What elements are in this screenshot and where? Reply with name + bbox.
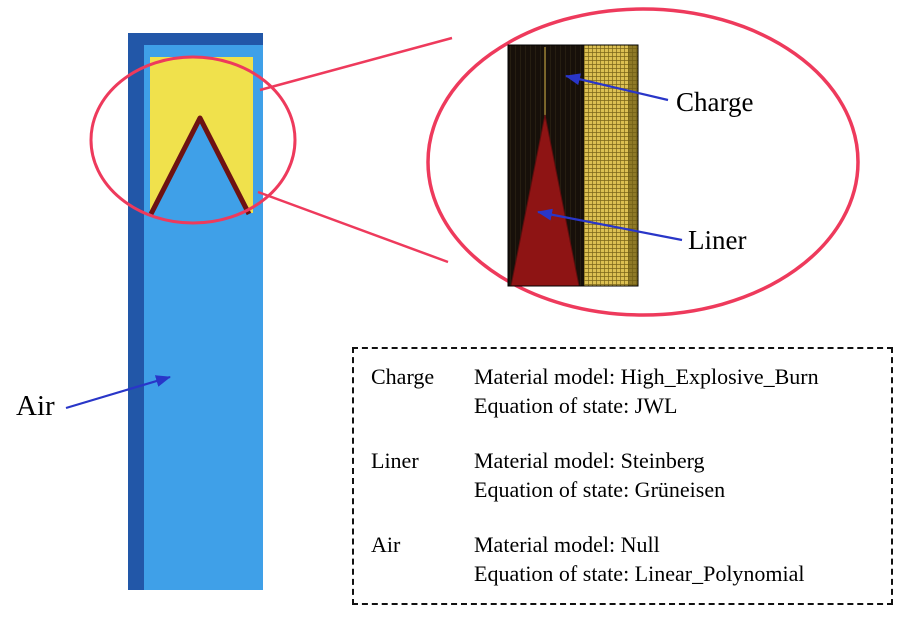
- legend-equation-of-state: Equation of state: JWL: [474, 393, 678, 418]
- legend-material-name: Liner: [371, 448, 419, 473]
- zoom-source-ellipse: [89, 55, 297, 225]
- legend-material-name: Charge: [371, 364, 435, 389]
- legend-material-name: Air: [371, 532, 401, 557]
- mesh-grid-edge-shading: [628, 45, 638, 286]
- liner-arrow: [537, 208, 683, 242]
- legend-material-details: Material model: Steinberg Equation of st…: [474, 446, 725, 504]
- legend-material-model: Material model: Null: [474, 532, 660, 557]
- liner-cone: [148, 115, 252, 216]
- legend-material-details: Material model: High_Explosive_Burn Equa…: [474, 362, 819, 420]
- legend-row-charge: Charge Material model: High_Explosive_Bu…: [371, 362, 891, 420]
- legend-row-air: Air Material model: Null Equation of sta…: [371, 530, 891, 588]
- mesh-outline: [507, 44, 639, 287]
- legend-material-details: Material model: Null Equation of state: …: [474, 530, 805, 588]
- air-arrow: [65, 375, 171, 410]
- legend-row-liner: Liner Material model: Steinberg Equation…: [371, 446, 891, 504]
- zoom-connector-top: [259, 36, 453, 92]
- charge-label: Charge: [676, 87, 754, 117]
- zoom-mesh-view: [507, 44, 639, 287]
- air-label: Air: [16, 390, 55, 422]
- legend-equation-of-state: Equation of state: Linear_Polynomial: [474, 561, 805, 586]
- materials-legend: Charge Material model: High_Explosive_Bu…: [352, 347, 893, 605]
- legend-material-model: Material model: High_Explosive_Burn: [474, 364, 819, 389]
- zoom-ellipse: [426, 7, 860, 317]
- liner-label: Liner: [688, 225, 747, 255]
- zoom-connector-bottom: [257, 190, 449, 264]
- legend-equation-of-state: Equation of state: Grüneisen: [474, 477, 726, 502]
- charge-arrow: [565, 73, 669, 102]
- legend-material-model: Material model: Steinberg: [474, 448, 705, 473]
